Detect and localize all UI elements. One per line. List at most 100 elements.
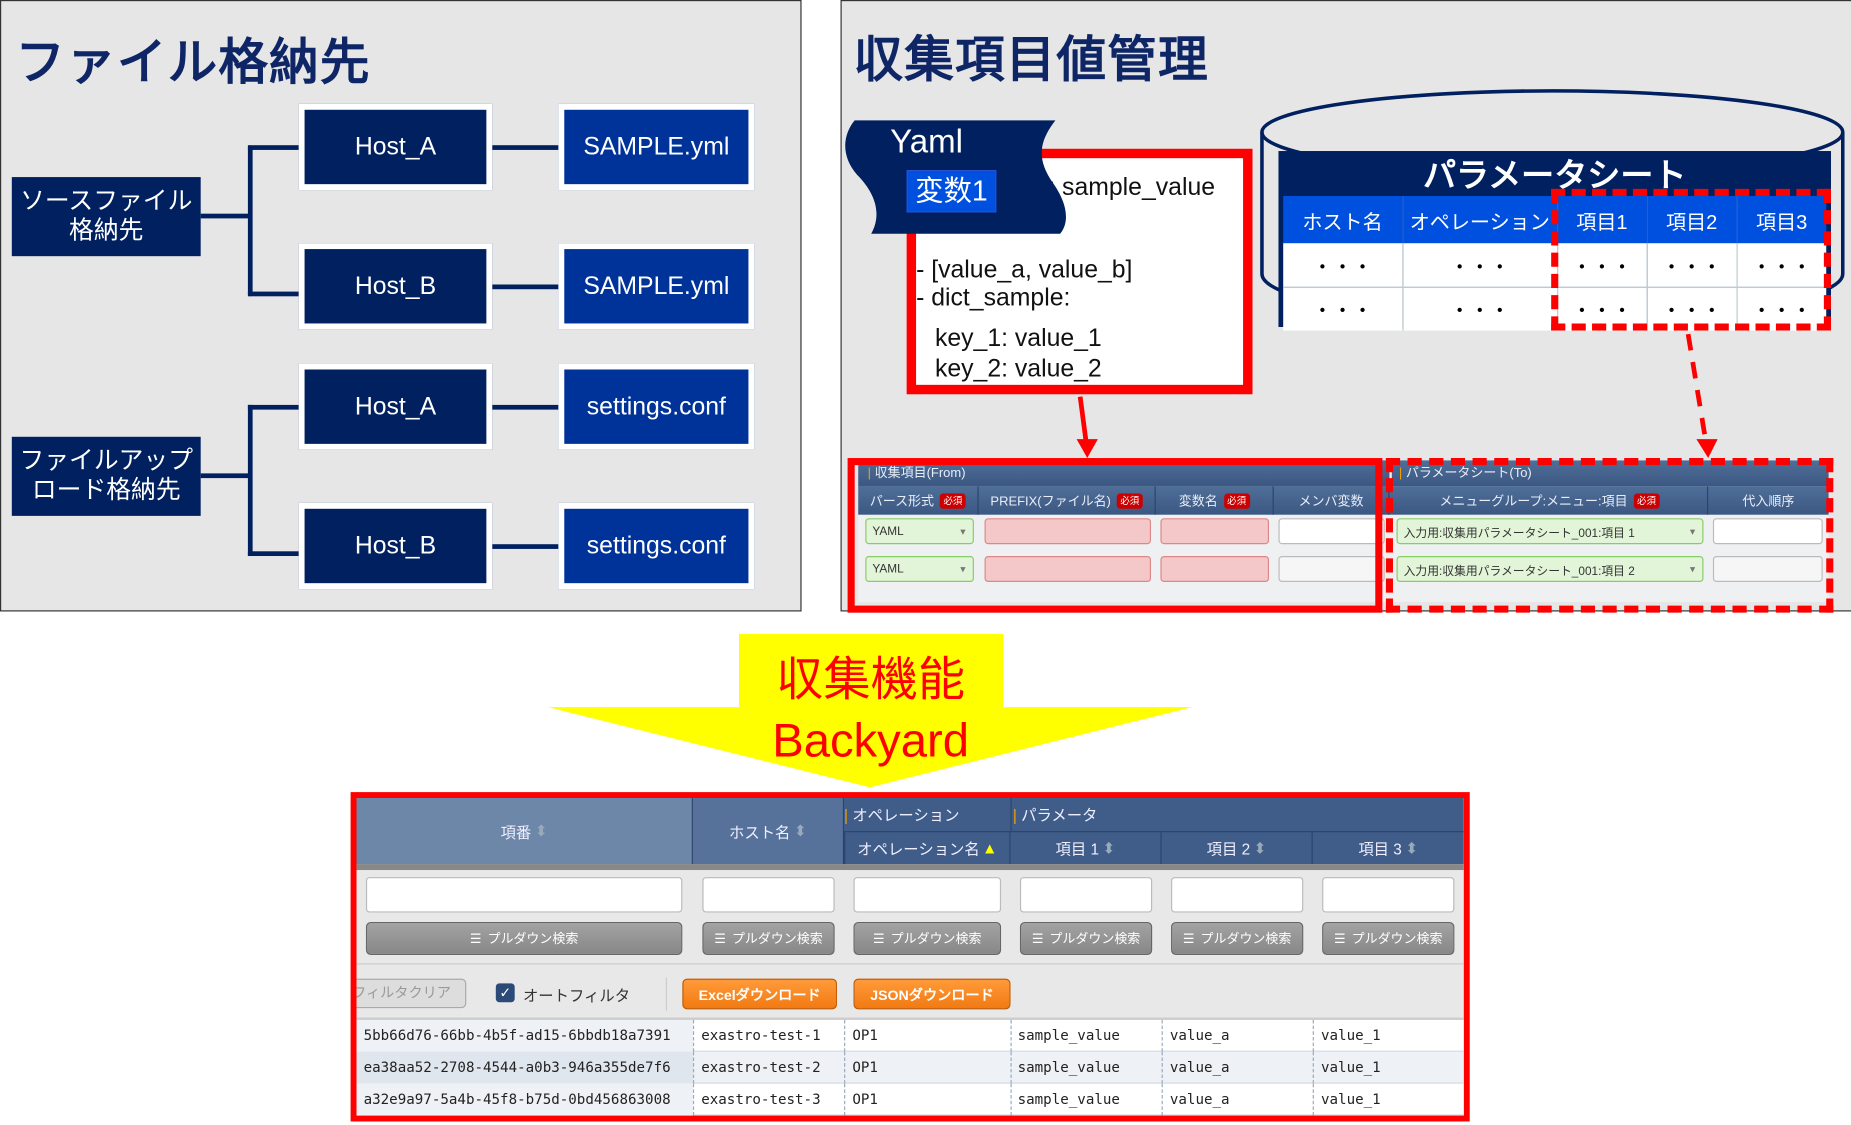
- file-storage-panel: ファイル格納先 ソースファイル格納先 ファイルアップロード格納先 Host_A …: [0, 0, 802, 612]
- excel-download-button[interactable]: Excelダウンロード: [682, 978, 837, 1010]
- header-item-2[interactable]: 項目 2⬍: [1162, 832, 1313, 865]
- list-icon: ☰: [714, 932, 726, 947]
- header-item-1[interactable]: 項目 1⬍: [1011, 832, 1162, 865]
- group-operation: | オペレーション: [844, 806, 960, 824]
- table-cell: OP1: [852, 1090, 878, 1108]
- header-menu-item: メニューグループ:メニュー:項目必須: [1392, 486, 1709, 515]
- variable-name-input[interactable]: [1160, 518, 1270, 545]
- menu-item-select[interactable]: 入力用:収集用パラメータシート_001:項目 1: [1396, 518, 1704, 545]
- member-variable-input[interactable]: [1278, 518, 1385, 545]
- host-box: Host_A: [298, 103, 493, 191]
- table-cell: OP1: [852, 1027, 878, 1044]
- table-cell: value_a: [1169, 1027, 1230, 1044]
- variable-badge: 変数1: [906, 169, 997, 213]
- file-box: SAMPLE.yml: [558, 103, 755, 191]
- pulldown-search-button[interactable]: ☰プルダウン検索: [853, 921, 1002, 956]
- json-download-button[interactable]: JSONダウンロード: [853, 978, 1011, 1010]
- pulldown-search-button[interactable]: ☰プルダウン検索: [1019, 921, 1153, 956]
- prefix-input[interactable]: [984, 518, 1151, 545]
- group-parameter: | パラメータ: [1012, 806, 1098, 824]
- filter-input-host-name[interactable]: [702, 877, 835, 913]
- prefix-input[interactable]: [984, 556, 1151, 582]
- yaml-line: key_2: value_2: [934, 355, 1102, 383]
- list-icon: ☰: [1031, 932, 1044, 947]
- yaml-line: - [value_a, value_b]: [916, 256, 1133, 284]
- variable-name-input[interactable]: [1160, 556, 1270, 582]
- host-box: Host_B: [298, 243, 493, 330]
- header-operation-name[interactable]: オペレーション名▲: [844, 832, 1011, 865]
- menu-item-select[interactable]: 入力用:収集用パラメータシート_001:項目 2: [1396, 556, 1704, 582]
- connector: [200, 213, 251, 219]
- cell: ・・・: [1401, 286, 1558, 331]
- filter-input-operation[interactable]: [853, 877, 1002, 913]
- filter-clear-button[interactable]: フィルタクリア: [356, 978, 467, 1009]
- header-item-number[interactable]: 項番⬍: [356, 798, 693, 865]
- connector: [247, 404, 253, 557]
- pulldown-search-button[interactable]: ☰プルダウン検索: [702, 921, 835, 956]
- filter-input-item-1[interactable]: [1019, 877, 1153, 913]
- list-icon: ☰: [469, 932, 482, 947]
- from-highlight: [847, 458, 1383, 613]
- pulldown-search-button[interactable]: ☰プルダウン検索: [1322, 921, 1455, 956]
- required-badge: 必須: [939, 492, 966, 509]
- upload-file-storage-box: ファイルアップロード格納先: [11, 436, 201, 516]
- required-badge: 必須: [1633, 492, 1660, 509]
- table-cell: exastro-test-1: [701, 1027, 821, 1044]
- connector: [491, 145, 560, 150]
- header-item-3[interactable]: 項目 3⬍: [1358, 838, 1419, 859]
- header-prefix: PREFIX(ファイル名)必須: [979, 486, 1156, 515]
- filter-input-item-number[interactable]: [365, 877, 683, 913]
- member-variable-input[interactable]: [1278, 556, 1385, 582]
- assign-order-input[interactable]: [1712, 556, 1823, 582]
- connector: [247, 404, 302, 410]
- parse-format-select[interactable]: YAML: [865, 556, 974, 582]
- header-assign-order: 代入順序: [1742, 494, 1795, 509]
- list-icon: ☰: [1334, 932, 1346, 947]
- connector: [200, 473, 251, 479]
- table-cell: OP1: [852, 1058, 878, 1076]
- filter-input-item-2[interactable]: [1171, 877, 1304, 913]
- file-box: settings.conf: [558, 363, 755, 450]
- yaml-line: key_1: value_1: [934, 324, 1102, 352]
- table-header: 項番⬍ ホスト名⬍ | オペレーション | パラメータ オペレーション名▲ 項目…: [356, 798, 1464, 865]
- header-host-name[interactable]: ホスト名⬍: [692, 798, 845, 865]
- pulldown-search-button[interactable]: ☰プルダウン検索: [1171, 921, 1304, 956]
- cell: ・・・: [1312, 255, 1373, 279]
- dashed-highlight-columns: [1551, 188, 1831, 331]
- cell: ・・・: [1735, 243, 1827, 287]
- host-box: Host_B: [298, 502, 493, 590]
- file-box: SAMPLE.yml: [558, 243, 755, 330]
- file-box: settings.conf: [558, 502, 755, 590]
- table-cell: ea38aa52-2708-4544-a0b3-946a355de7f6: [363, 1058, 671, 1076]
- connector: [247, 551, 302, 557]
- header-parse-format: パース形式必須: [858, 486, 979, 515]
- filter-input-item-3[interactable]: [1322, 877, 1455, 913]
- header-cell: 項目1: [1556, 195, 1647, 244]
- mapping-arrows: [1076, 333, 1718, 459]
- host-box: Host_A: [298, 363, 493, 450]
- connector: [247, 291, 302, 297]
- backyard-arrow-icon: [547, 633, 1193, 788]
- cell: ・・・: [1312, 300, 1373, 323]
- auto-filter-label: オートフィルタ: [522, 986, 631, 1005]
- pulldown-search-button[interactable]: ☰プルダウン検索: [365, 921, 683, 956]
- yaml-banner-label: Yaml: [890, 122, 963, 160]
- parse-format-select[interactable]: YAML: [865, 518, 974, 545]
- table-cell: value_a: [1169, 1090, 1230, 1108]
- header-cell: 項目2: [1646, 195, 1737, 244]
- source-file-storage-box: ソースファイル格納先: [11, 177, 201, 257]
- header-cell: 項目3: [1735, 195, 1827, 244]
- cell: ・・・: [1735, 286, 1827, 331]
- table-cell: sample_value: [1017, 1058, 1120, 1076]
- auto-filter-checkbox[interactable]: ✓: [495, 983, 515, 1003]
- header-cell: オペレーション: [1401, 195, 1558, 244]
- list-icon: ☰: [1182, 932, 1195, 947]
- label: ファイルアップ: [19, 447, 194, 475]
- list-icon: ☰: [873, 932, 885, 947]
- assign-order-input[interactable]: [1712, 518, 1823, 545]
- arrow-label: 収集機能 Backyard: [708, 649, 1033, 772]
- header-cell: ホスト名: [1302, 210, 1383, 234]
